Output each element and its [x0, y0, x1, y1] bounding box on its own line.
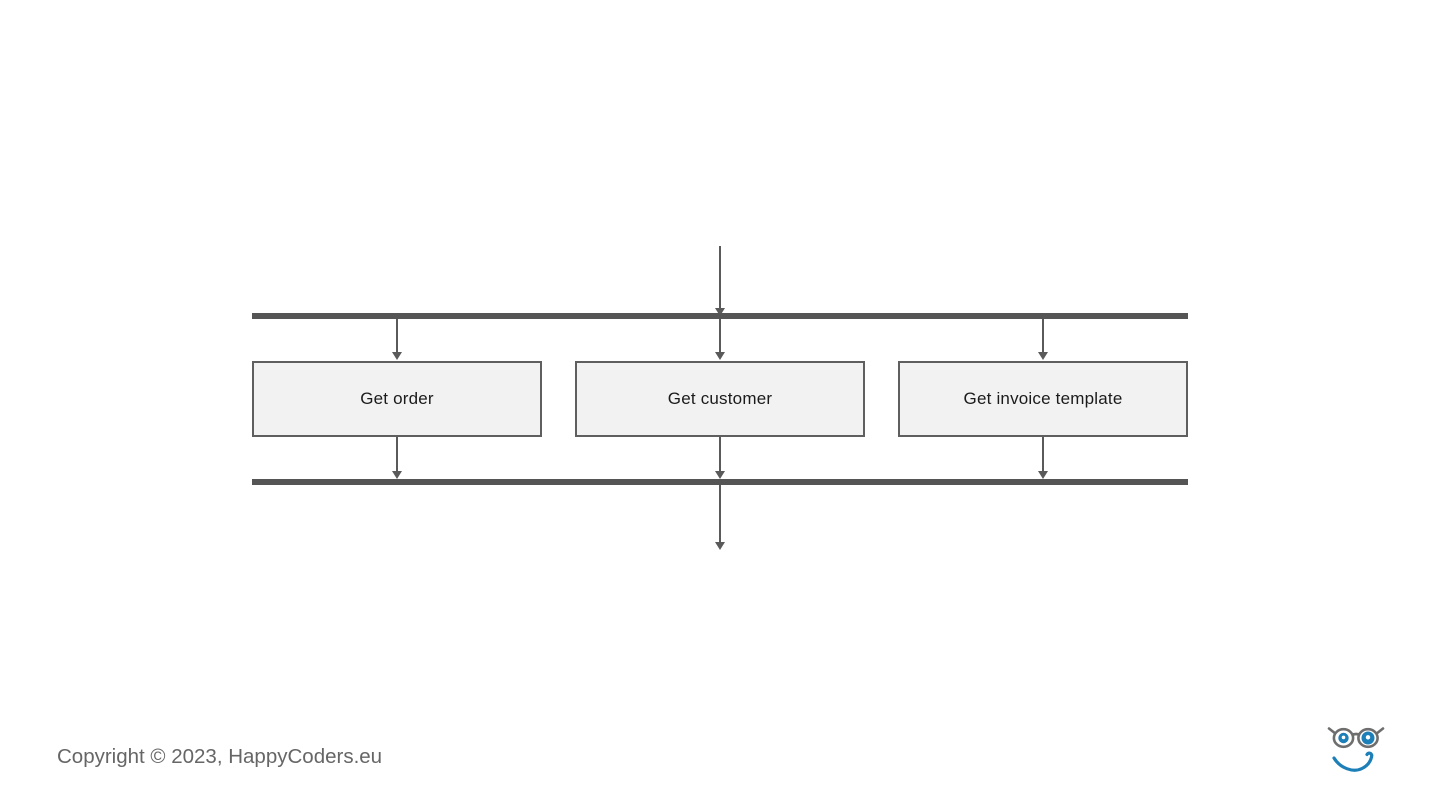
fork-to-get-order-arrow: [392, 319, 402, 360]
right-eye-highlight: [1365, 735, 1371, 740]
incoming-flow-arrow: [715, 246, 725, 316]
task-box-get-invoice-template: Get invoice template: [898, 361, 1188, 437]
copyright-text: Copyright © 2023, HappyCoders.eu: [57, 745, 383, 768]
outgoing-flow-arrow: [715, 485, 725, 550]
get-customer-to-join-arrow: [715, 437, 725, 479]
left-eye-highlight: [1341, 735, 1346, 740]
task-label: Get order: [360, 389, 434, 408]
task-label: Get customer: [667, 389, 773, 408]
task-box-get-customer: Get customer: [575, 361, 865, 437]
task-label: Get invoice template: [963, 389, 1123, 408]
task-box-get-order: Get order: [252, 361, 542, 437]
fork-to-get-invoice-template-arrow: [1038, 319, 1048, 360]
join-bar: [252, 479, 1188, 485]
smiley-glasses-icon: [1327, 727, 1385, 772]
smile: [1332, 751, 1374, 772]
fork-to-get-customer-arrow: [715, 319, 725, 360]
get-order-to-join-arrow: [392, 437, 402, 479]
get-invoice-template-to-join-arrow: [1038, 437, 1048, 479]
fork-bar: [252, 313, 1188, 319]
happycoders-logo: [1327, 724, 1385, 778]
